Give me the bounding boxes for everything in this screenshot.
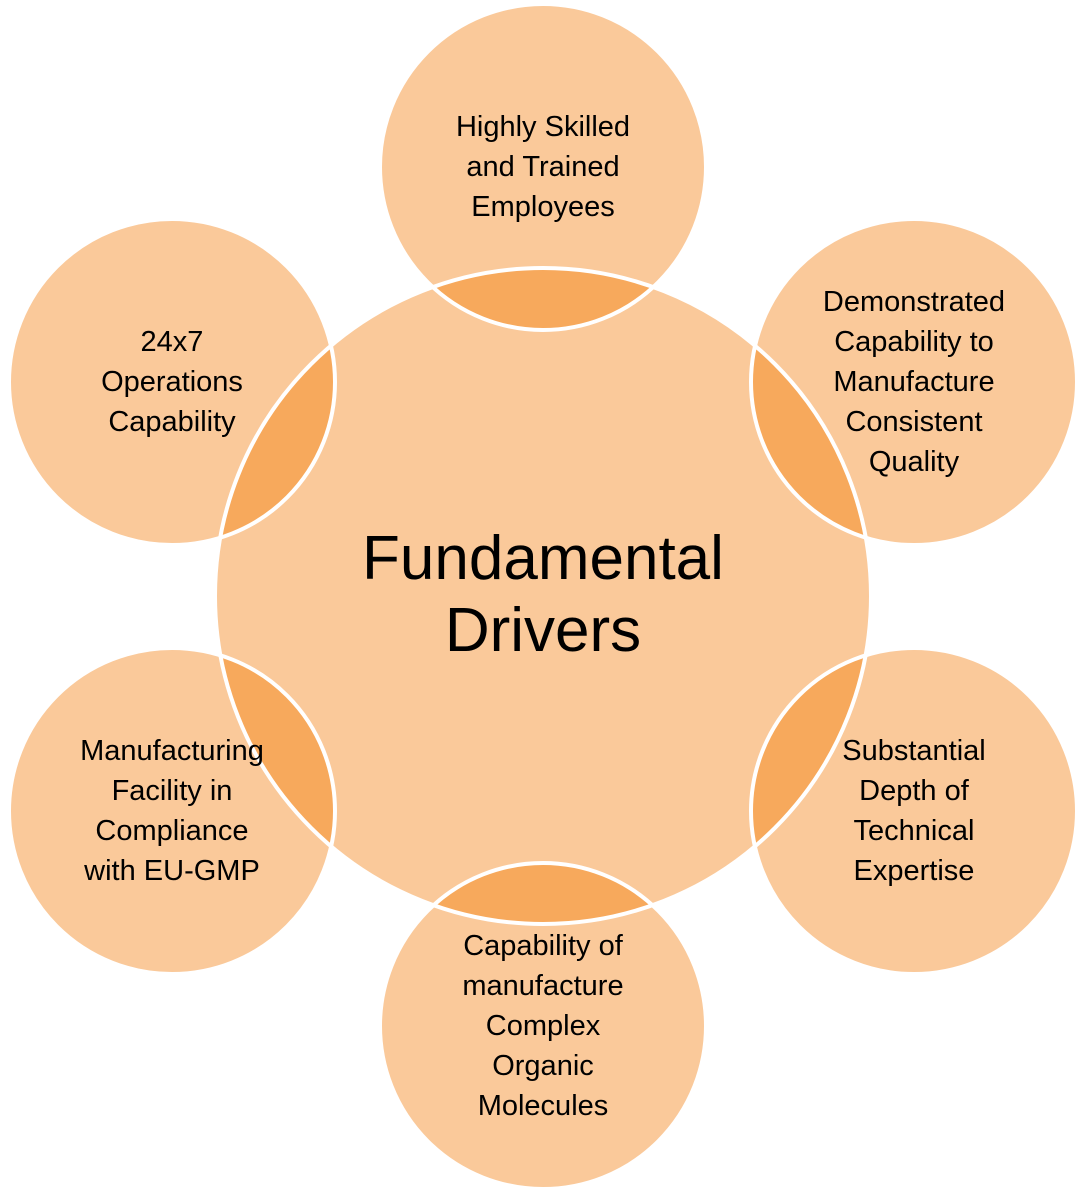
- circle-outlines: [7, 2, 1079, 1191]
- node-lower-left-label: Manufacturing Facility in Compliance wit…: [42, 731, 302, 891]
- node-upper-left-text: 24x7 Operations Capability: [101, 326, 243, 438]
- outer-circle-bottom: [380, 863, 706, 1189]
- center-title-text: Fundamental Drivers: [362, 524, 724, 665]
- node-upper-right-label: Demonstrated Capability to Manufacture C…: [784, 282, 1044, 482]
- node-top-label: Highly Skilled and Trained Employees: [413, 87, 673, 247]
- center-title: Fundamental Drivers: [300, 500, 786, 690]
- node-upper-left-label: 24x7 Operations Capability: [42, 322, 302, 442]
- center-circle: [215, 268, 871, 924]
- node-lower-left-text: Manufacturing Facility in Compliance wit…: [80, 735, 264, 887]
- outer-circle-top: [380, 4, 706, 330]
- node-upper-right-text: Demonstrated Capability to Manufacture C…: [822, 286, 1006, 478]
- node-bottom-label: Capability of manufacture Complex Organi…: [413, 926, 673, 1126]
- node-bottom-text: Capability of manufacture Complex Organi…: [462, 930, 624, 1122]
- node-lower-right-text: Substantial Depth of Technical Expertise: [842, 735, 986, 887]
- node-top-text: Highly Skilled and Trained Employees: [455, 111, 631, 223]
- node-lower-right-label: Substantial Depth of Technical Expertise: [784, 731, 1044, 891]
